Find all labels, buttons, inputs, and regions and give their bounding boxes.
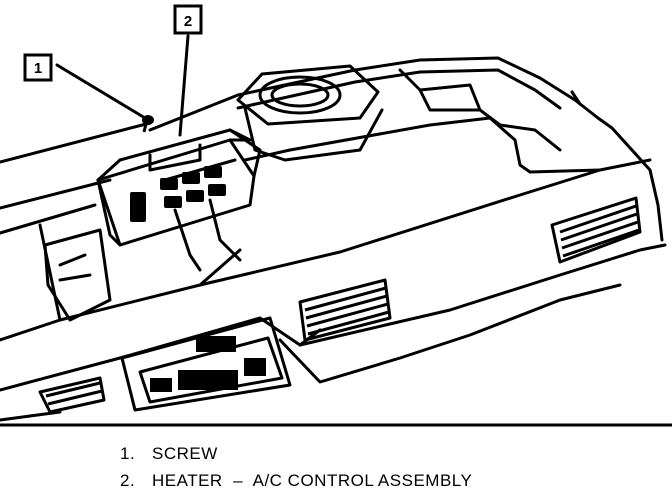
dash-face-lower xyxy=(58,158,652,322)
control-assembly-side xyxy=(96,178,122,247)
legend: 1. SCREW 2. HEATER – A/C CONTROL ASSEMBLY xyxy=(120,440,472,494)
lower-dash-edge xyxy=(0,243,667,392)
dash-right-end xyxy=(596,116,664,242)
center-vent-frame xyxy=(298,278,392,342)
callout-2-leader xyxy=(178,34,190,137)
callout-2: 2 xyxy=(173,4,203,35)
callout-1: 1 xyxy=(23,53,53,82)
callout-1-leader xyxy=(55,63,147,120)
radio-details xyxy=(150,336,266,392)
speaker-cone xyxy=(258,75,342,115)
cowl-line xyxy=(0,203,97,235)
windshield-line-upper xyxy=(0,121,152,164)
legend-item: 2. HEATER – A/C CONTROL ASSEMBLY xyxy=(120,467,472,494)
dash-top-inner xyxy=(236,68,562,110)
dash-top-edge xyxy=(148,56,600,132)
callout-2-label: 2 xyxy=(184,13,192,30)
legend-item-number: 2. xyxy=(120,471,136,490)
control-assembly-top xyxy=(118,128,252,162)
control-assembly-front xyxy=(96,138,256,247)
right-vent-frame xyxy=(550,196,642,264)
windshield-line-lower xyxy=(0,178,112,210)
callout-1-label: 1 xyxy=(34,60,42,77)
dash-face-upper xyxy=(243,116,532,174)
legend-item: 1. SCREW xyxy=(120,440,472,467)
mount-bracket xyxy=(43,228,112,322)
legend-item-text: SCREW xyxy=(152,444,218,463)
speaker-frame xyxy=(236,64,380,126)
legend-item-number: 1. xyxy=(120,444,136,463)
control-buttons xyxy=(130,166,226,222)
screw-icon xyxy=(142,115,154,133)
lower-left-vent xyxy=(38,376,106,414)
radio-bezel xyxy=(120,316,292,412)
legend-item-text: HEATER – A/C CONTROL ASSEMBLY xyxy=(152,471,473,490)
vent-slats xyxy=(45,204,640,406)
